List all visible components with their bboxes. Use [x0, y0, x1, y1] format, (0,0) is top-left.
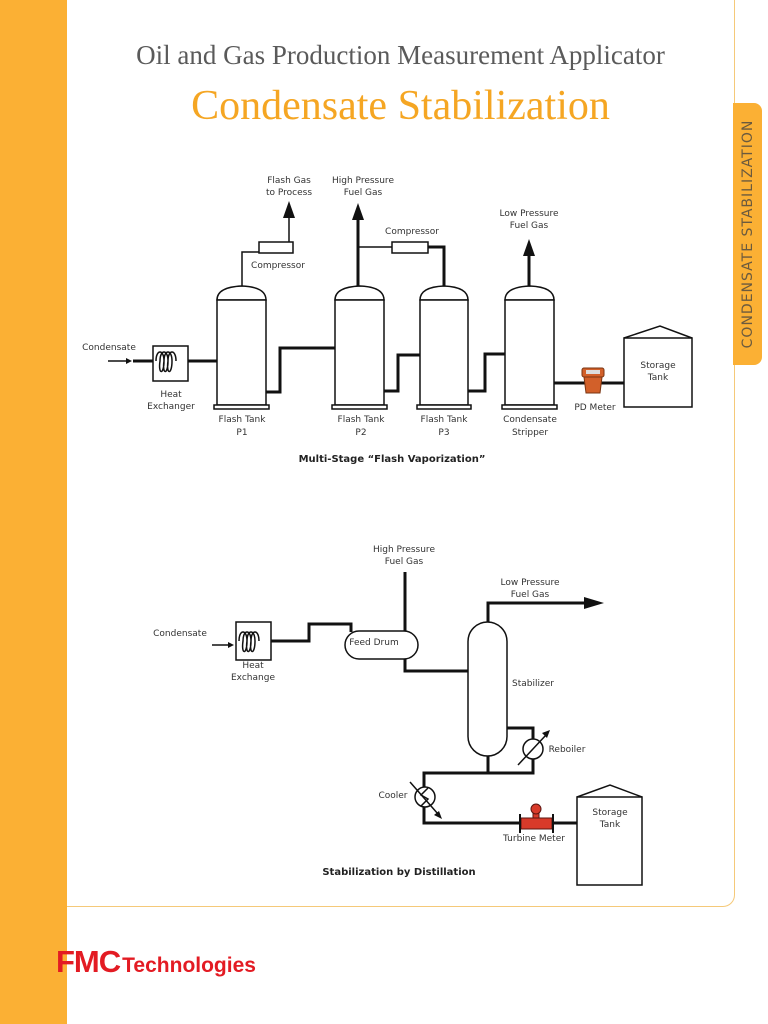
- hp-fuel-gas-label: High Pressure: [373, 545, 435, 555]
- feed-drum: [344, 630, 419, 660]
- section-side-tab: CONDENSATE STABILIZATION: [733, 103, 762, 365]
- logo-fmc: FMC: [56, 944, 121, 979]
- content-panel-border: [67, 0, 735, 907]
- reboiler: [517, 730, 550, 766]
- diagram1-caption: Multi-Stage “Flash Vaporization”: [299, 454, 486, 465]
- pd-meter: [581, 367, 605, 394]
- distillation-diagram: Condensate Heat Exchange High Pressure F…: [153, 545, 643, 886]
- reboiler-label: Reboiler: [549, 745, 586, 755]
- compressor-1-label: Compressor: [251, 261, 305, 271]
- stabilizer-label: Stabilizer: [512, 679, 554, 689]
- flash-tank-p3: [416, 285, 472, 410]
- compressor-2: [391, 241, 429, 254]
- storage-tank-label: Storage: [640, 361, 676, 371]
- flash-tank-p2-label: P2: [355, 428, 366, 438]
- hp-fuel-gas-label: High Pressure: [332, 176, 394, 186]
- lp-fuel-gas-label: Low Pressure: [499, 209, 558, 219]
- left-accent-bar: [0, 0, 67, 1024]
- flash-tank-p2-label: Flash Tank: [338, 415, 386, 425]
- flash-gas-label: Flash Gas: [267, 176, 311, 186]
- storage-tank-label: Tank: [599, 820, 621, 830]
- heat-exchanger-label: Exchanger: [147, 402, 195, 412]
- flash-tank-p3-label: P3: [438, 428, 449, 438]
- flash-gas-label: to Process: [266, 188, 312, 198]
- stabilizer-column: [467, 621, 508, 757]
- logo-technologies: Technologies: [122, 954, 256, 977]
- flash-tank-p3-label: Flash Tank: [421, 415, 469, 425]
- pd-meter-label: PD Meter: [574, 403, 616, 413]
- diagram2-caption: Stabilization by Distillation: [322, 867, 475, 878]
- flash-tank-p2: [331, 285, 388, 410]
- lp-fuel-gas-label: Fuel Gas: [511, 590, 550, 600]
- feed-drum-label: Feed Drum: [349, 638, 398, 648]
- hp-fuel-gas-label: Fuel Gas: [385, 557, 424, 567]
- lp-fuel-gas-arrow: [584, 597, 604, 609]
- heat-exchanger-label: Heat: [160, 390, 182, 400]
- flash-gas-arrow: [283, 201, 295, 218]
- stripper-label: Condensate: [503, 415, 557, 425]
- stripper-label: Stripper: [512, 428, 548, 438]
- heat-exchanger: [152, 345, 189, 382]
- fmc-technologies-logo: FMC Technologies: [56, 944, 256, 979]
- condensate-stripper: [501, 285, 558, 410]
- turbine-meter-label: Turbine Meter: [502, 834, 565, 844]
- lp-fuel-gas-label: Fuel Gas: [510, 221, 549, 231]
- lp-fuel-gas-label: Low Pressure: [500, 578, 559, 588]
- page-title: Oil and Gas Production Measurement Appli…: [136, 40, 665, 70]
- hp-fuel-gas-arrow: [352, 203, 364, 220]
- storage-tank-label: Tank: [647, 373, 669, 383]
- storage-tank-1: [623, 325, 693, 408]
- storage-tank-2: [576, 784, 643, 886]
- storage-tank-label: Storage: [592, 808, 628, 818]
- flash-tank-p1-label: P1: [236, 428, 247, 438]
- flash-tank-p1-label: Flash Tank: [219, 415, 267, 425]
- turbine-meter: [519, 803, 554, 833]
- heat-exchanger: [235, 621, 272, 661]
- cooler-label: Cooler: [378, 791, 407, 801]
- compressor-1: [258, 241, 294, 254]
- condensate-label: Condensate: [153, 629, 207, 639]
- lp-fuel-gas-arrow: [523, 239, 535, 256]
- hp-fuel-gas-label: Fuel Gas: [344, 188, 383, 198]
- cooler: [409, 781, 442, 819]
- flash-tank-p1: [213, 285, 270, 410]
- page-subtitle: Condensate Stabilization: [191, 83, 610, 129]
- condensate-label: Condensate: [82, 343, 136, 353]
- heat-exchanger-label: Exchange: [231, 673, 275, 683]
- heat-exchanger-label: Heat: [242, 661, 264, 671]
- flash-vaporization-diagram: Condensate Heat Exchanger: [82, 176, 693, 465]
- compressor-2-label: Compressor: [385, 227, 439, 237]
